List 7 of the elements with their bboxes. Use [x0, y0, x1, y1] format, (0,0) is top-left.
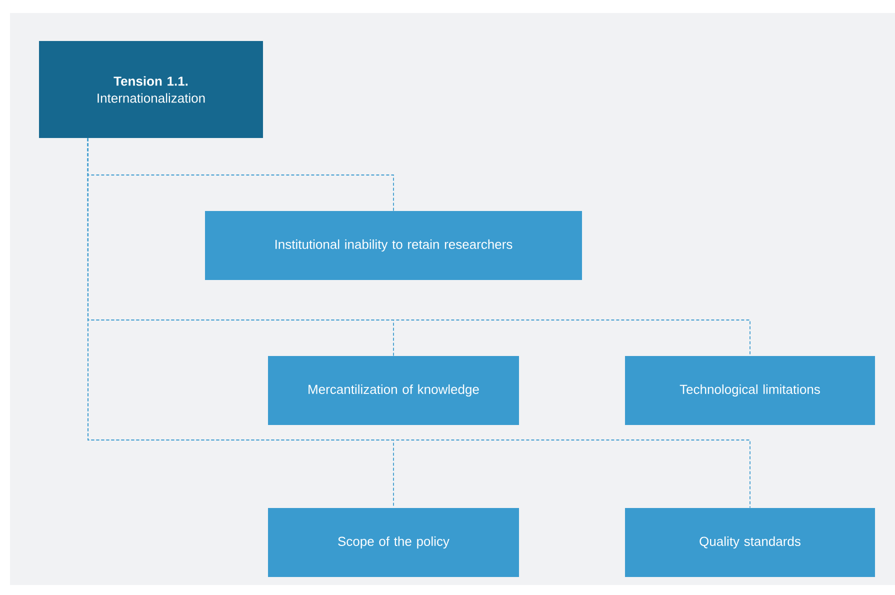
topic-box: Technological limitations: [625, 356, 875, 425]
topic-box: Mercantilization of knowledge: [268, 356, 519, 425]
topic-box: Institutional inability to retain researchers: [205, 211, 582, 280]
connector-line: [87, 138, 750, 508]
topic-box: Quality standards: [625, 508, 875, 577]
topic-box: Scope of the policy: [268, 508, 519, 577]
heading-box: Tension 1.1. Internationalization: [39, 41, 263, 138]
